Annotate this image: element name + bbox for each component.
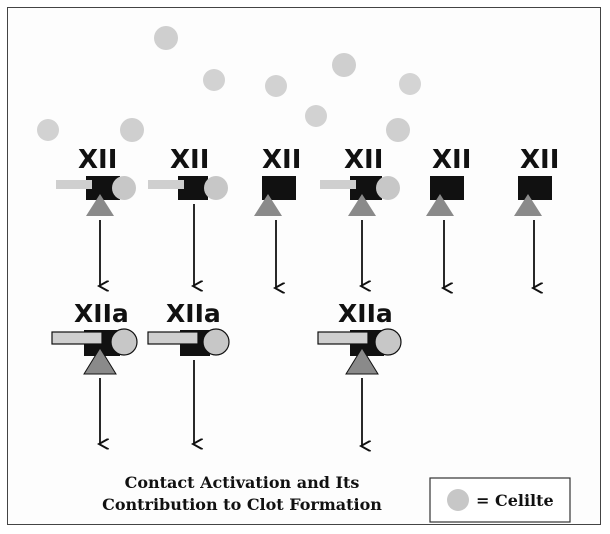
celite-particle — [110, 328, 138, 356]
factor-xii-triangle — [514, 194, 542, 216]
factor-xii-triangle — [86, 194, 114, 216]
factor-xiia-bar — [147, 331, 199, 345]
factor-xii-block — [430, 176, 464, 200]
factor-xii-triangle — [348, 194, 376, 216]
celite-particle — [154, 26, 178, 50]
celite-particle — [112, 176, 136, 200]
factor-xii-row: XII XII XII XII XII XII — [56, 145, 559, 216]
celite-particle — [202, 328, 230, 356]
legend-celite-icon — [447, 489, 469, 511]
factor-xii-triangle — [254, 194, 282, 216]
factor-xiia-bar — [317, 331, 369, 345]
factor-xiia-row: XIIa XIIa XIIa — [51, 299, 402, 375]
caption-line-2: Contribution to Clot Formation — [102, 495, 382, 514]
celite-particle — [265, 75, 287, 97]
factor-xiia-label: XIIa — [338, 299, 393, 328]
celite-particle — [386, 118, 410, 142]
factor-xiia-label: XIIa — [166, 299, 221, 328]
celite-particle — [305, 105, 327, 127]
celite-particle — [204, 176, 228, 200]
diagram-frame: XII XII XII XII XII XII — [7, 7, 601, 525]
contact-activation-diagram: XII XII XII XII XII XII — [37, 26, 571, 523]
factor-xii-block — [518, 176, 552, 200]
caption-line-1: Contact Activation and Its — [125, 473, 360, 492]
factor-xii-label: XII — [344, 145, 383, 175]
celite-particle — [399, 73, 421, 95]
factor-xiia-label: XIIa — [74, 299, 129, 328]
celite-particle — [203, 69, 225, 91]
legend: = Celilte — [429, 477, 571, 523]
celite-particle — [120, 118, 144, 142]
clot-arrows — [100, 360, 362, 446]
factor-xii-triangle — [426, 194, 454, 216]
factor-xii-bar — [56, 180, 92, 189]
factor-xii-label: XII — [432, 145, 471, 175]
celite-particles — [37, 26, 421, 142]
factor-xii-bar — [320, 180, 356, 189]
factor-xiia-triangle — [345, 347, 379, 375]
factor-xiia-bar — [51, 331, 103, 345]
factor-xii-bar — [148, 180, 184, 189]
factor-xii-label: XII — [170, 145, 209, 175]
activation-arrows — [100, 204, 534, 288]
factor-xiia-triangle — [83, 347, 117, 375]
factor-xii-label: XII — [78, 145, 117, 175]
celite-particle — [332, 53, 356, 77]
factor-xii-label: XII — [262, 145, 301, 175]
legend-label: = Celilte — [476, 491, 554, 510]
factor-xii-label: XII — [520, 145, 559, 175]
celite-particle — [37, 119, 59, 141]
celite-particle — [376, 176, 400, 200]
celite-particle — [374, 328, 402, 356]
